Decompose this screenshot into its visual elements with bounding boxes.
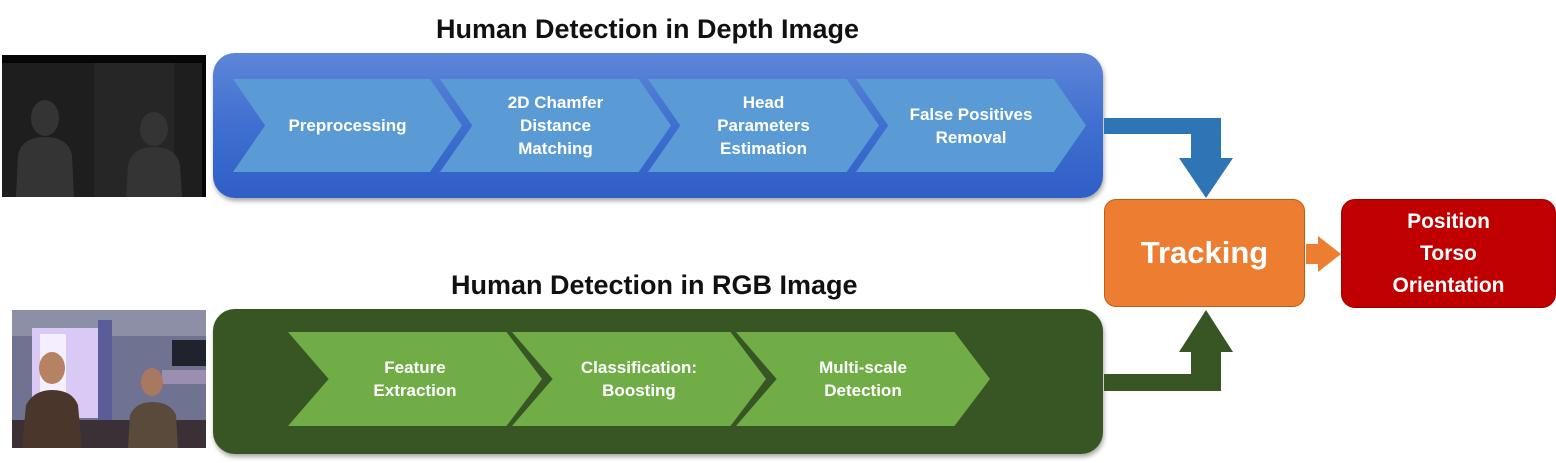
rgb-image-thumbnail — [12, 310, 206, 448]
output-box: Position Torso Orientation — [1341, 199, 1556, 308]
step-label: Multi-scale Detection — [819, 358, 907, 400]
tracking-label: Tracking — [1140, 235, 1269, 270]
tracking-box: Tracking — [1104, 199, 1305, 307]
step-label: False Positives Removal — [909, 104, 1033, 147]
step-preprocessing: Preprocessing — [233, 79, 462, 172]
step-label: 2D Chamfer Distance Matching — [507, 93, 604, 158]
rgb-to-tracking-arrow — [1104, 310, 1233, 391]
step-label: Feature Extraction — [373, 358, 457, 400]
step-multi-scale-detection: Multi-scale Detection — [736, 332, 990, 426]
step-classification-boosting: Classification: Boosting — [512, 332, 766, 426]
step-false-positives-removal: False Positives Removal — [856, 79, 1086, 172]
tracking-to-output-arrow — [1306, 236, 1341, 272]
step-feature-extraction: Feature Extraction — [288, 332, 542, 426]
depth-image-thumbnail — [2, 55, 206, 197]
step-label: Head Parameters Estimation — [717, 93, 810, 158]
step-label: Preprocessing — [288, 116, 407, 135]
depth-to-tracking-arrow — [1104, 118, 1233, 198]
step-chamfer-matching: 2D Chamfer Distance Matching — [440, 79, 671, 172]
depth-branch-title: Human Detection in Depth Image — [436, 14, 860, 44]
step-label: Classification: Boosting — [580, 358, 698, 400]
rgb-branch-title: Human Detection in RGB Image — [451, 270, 858, 300]
output-label: Position Torso Orientation — [1392, 209, 1505, 297]
step-head-parameters: Head Parameters Estimation — [648, 79, 879, 172]
